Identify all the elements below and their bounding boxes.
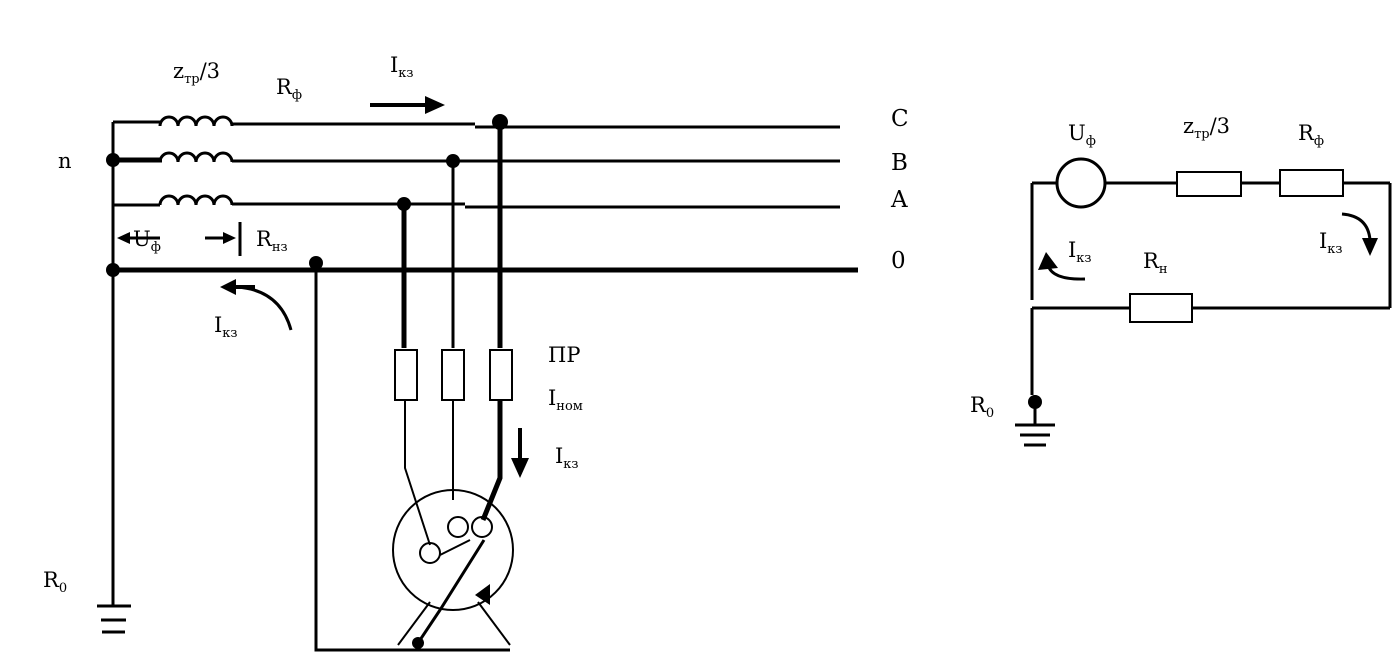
coil-phase-b xyxy=(158,151,234,163)
label-r0-left: R0 xyxy=(43,568,67,596)
node-n-dot xyxy=(106,153,120,167)
eq-ikz-right-head xyxy=(1362,238,1378,256)
wire-a-motor xyxy=(404,400,431,546)
uphase-arrow-right-head xyxy=(223,232,236,244)
right-equivalent-circuit: Uф zтр/3 Rф Iкз Iкз Rн R0 xyxy=(970,114,1392,447)
resistor-r-phase xyxy=(1279,169,1344,197)
label-phase-c: C xyxy=(891,106,909,132)
label-ikz-top: Iкз xyxy=(390,53,414,81)
eq-ikz-left-head xyxy=(1038,252,1058,270)
motor xyxy=(392,489,514,649)
label-eq-ikz-right: Iкз xyxy=(1319,229,1343,257)
resistor-z xyxy=(1176,171,1242,197)
motor-internal xyxy=(439,539,471,556)
label-neutral: 0 xyxy=(891,248,906,274)
fuse-b xyxy=(441,349,465,401)
label-node-n: n xyxy=(58,149,72,173)
label-phase-a: A xyxy=(890,187,908,213)
coil-phase-c xyxy=(158,115,234,127)
motor-terminal-c xyxy=(471,516,493,538)
wire-c-motor xyxy=(480,400,503,521)
label-eq-ikz-left: Iкз xyxy=(1068,238,1092,266)
fault-lightning xyxy=(418,539,486,641)
motor-terminal-b xyxy=(447,516,469,538)
label-r-phase: Rф xyxy=(276,75,302,103)
left-three-phase-diagram: zтр/3 Rф Iкз n Uф Rнз Iкз ПР Iном Iкз R0… xyxy=(43,53,909,652)
motor-leg-right xyxy=(477,601,511,646)
node-neutral-dot xyxy=(106,263,120,277)
uphase-arrow-left-head xyxy=(117,232,130,244)
motor-ground-dot xyxy=(412,637,424,649)
motor-leg-left xyxy=(397,601,431,646)
fuse-c xyxy=(489,349,513,401)
label-u-phase: Uф xyxy=(133,227,161,255)
label-eq-impedance: zтр/3 xyxy=(1183,114,1230,142)
ikz-left-arrow-curve xyxy=(236,285,293,331)
coil-phase-a xyxy=(158,194,234,206)
motor-housing xyxy=(392,489,514,611)
label-eq-r-n: Rн xyxy=(1143,249,1167,277)
ikz-top-arrow-head xyxy=(425,96,445,114)
label-ikz-left: Iкз xyxy=(214,313,238,341)
label-u-source: Uф xyxy=(1068,121,1096,149)
ikz-down-arrow-head xyxy=(511,458,529,478)
voltage-source xyxy=(1055,157,1107,209)
ikz-left-arrow-head xyxy=(220,279,236,295)
label-r-nz: Rнз xyxy=(256,227,288,255)
label-fuse: ПР xyxy=(548,343,580,367)
motor-terminal-a xyxy=(419,542,441,564)
label-eq-r-phase: Rф xyxy=(1298,121,1324,149)
resistor-r-n xyxy=(1129,293,1193,323)
label-i-nom: Iном xyxy=(548,386,583,414)
label-eq-r0: R0 xyxy=(970,393,994,421)
eq-ikz-right-curve xyxy=(1341,212,1372,241)
label-ikz-down: Iкз xyxy=(555,444,579,472)
pe-conductor xyxy=(314,263,510,652)
fuse-a xyxy=(394,349,418,401)
label-impedance: zтр/3 xyxy=(173,59,220,87)
label-phase-b: B xyxy=(891,150,908,176)
fault-arrow-head xyxy=(475,584,490,605)
